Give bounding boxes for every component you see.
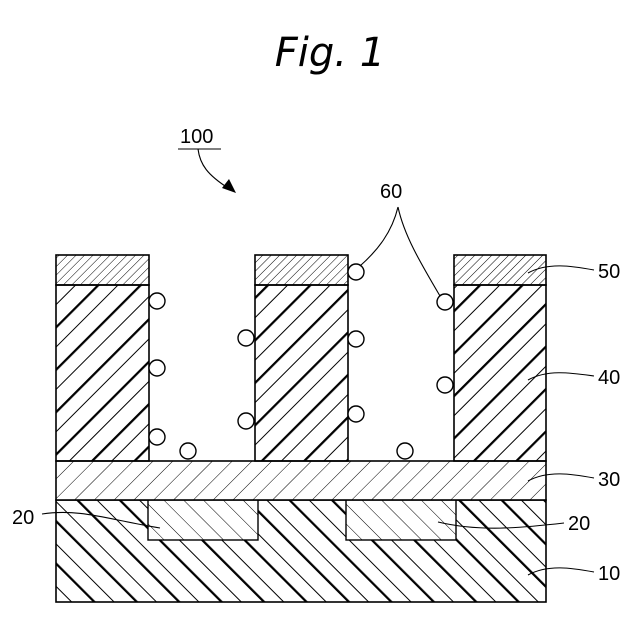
pillar-40-right — [454, 285, 546, 461]
substrate-10 — [56, 500, 546, 602]
figure-title: Fig. 1 — [275, 30, 385, 76]
device-arrow-head — [222, 179, 236, 193]
particle — [348, 264, 364, 280]
particle — [437, 377, 453, 393]
particle — [149, 429, 165, 445]
insert-20-left-hatch — [148, 500, 258, 540]
label-10: 10 — [598, 563, 620, 585]
pillar-40-left — [56, 285, 149, 461]
particle — [238, 330, 254, 346]
pillar-40-center — [255, 285, 348, 461]
device-arrow — [198, 149, 228, 188]
device-reference: 100 — [178, 126, 236, 193]
label-40: 40 — [598, 367, 620, 389]
label-20-left: 20 — [12, 507, 34, 529]
label-30: 30 — [598, 469, 620, 491]
particle — [397, 443, 413, 459]
insert-20-right-hatch — [346, 500, 456, 540]
label-60: 60 — [380, 181, 402, 203]
particle — [348, 406, 364, 422]
label-20-right: 20 — [568, 513, 590, 535]
layer-30-hatch — [56, 461, 546, 500]
leader-60-left — [360, 207, 398, 266]
particle — [437, 294, 453, 310]
cap-50-center — [255, 255, 348, 285]
label-100: 100 — [180, 126, 213, 148]
cap-50-right — [454, 255, 546, 285]
particle — [348, 331, 364, 347]
cap-50-left — [56, 255, 149, 285]
label-50: 50 — [598, 261, 620, 283]
particle — [149, 293, 165, 309]
leader-60-right — [398, 207, 440, 296]
particle — [180, 443, 196, 459]
particle — [149, 360, 165, 376]
particle — [238, 413, 254, 429]
